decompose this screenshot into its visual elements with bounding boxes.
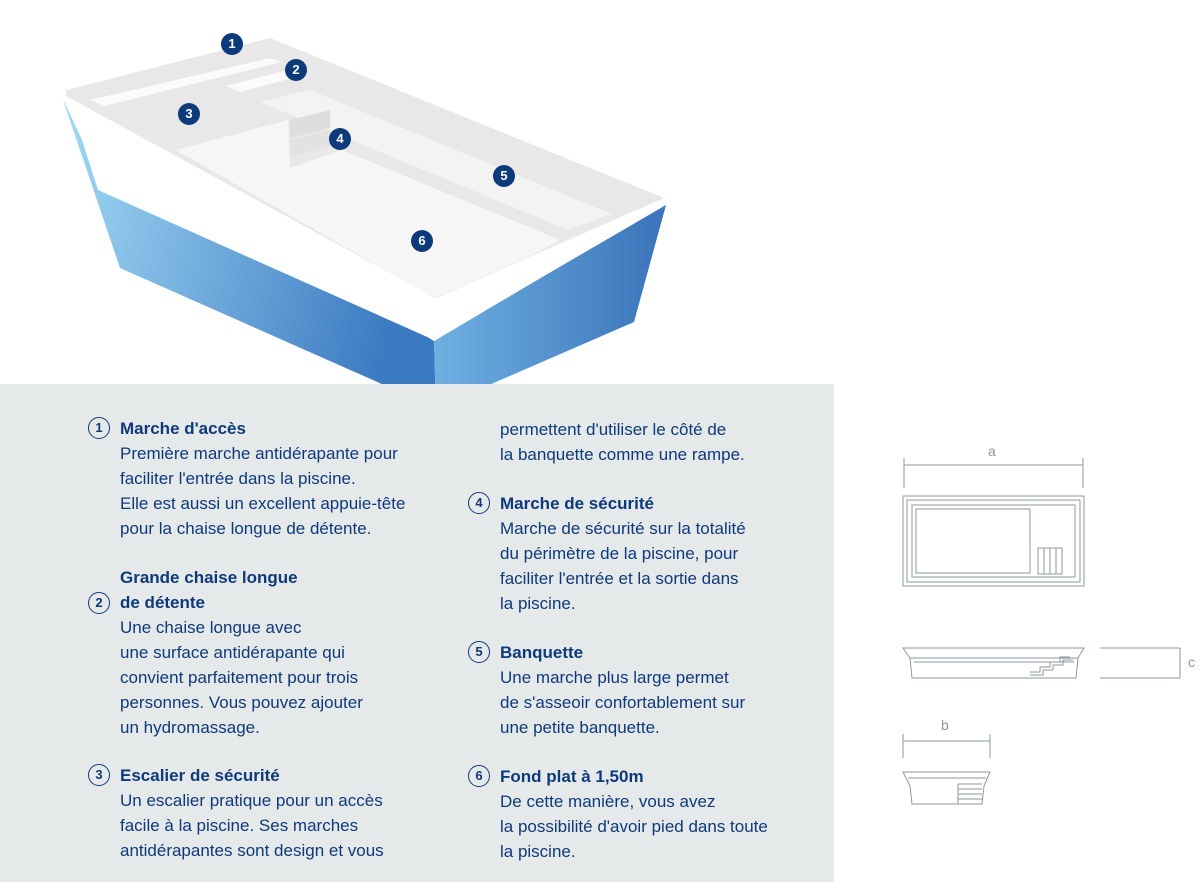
feature-2: Grande chaise longue 2 de détente Une ch… [88,565,428,740]
features-panel [0,384,834,882]
feature-title: Marche d'accès [120,419,246,438]
feature-title-line2: de détente [120,593,206,612]
feature-6: 6 Fond plat à 1,50m De cette manière, vo… [468,764,808,864]
feature-4: 4 Marche de sécurité Marche de sécurité … [468,491,808,616]
dimension-label-a: a [988,443,996,459]
feature-title: Marche de sécurité [500,494,655,513]
feature-number: 2 [88,592,110,614]
feature-description: Marche de sécurité sur la totalité du pé… [500,519,746,613]
feature-number: 4 [468,492,490,514]
marker-5: 5 [493,165,515,187]
feature-description: Un escalier pratique pour un accès facil… [120,791,384,860]
dimension-label-b: b [941,717,949,733]
feature-title-line1: Grande chaise longue [120,568,298,587]
feature-1: 1 Marche d'accès Première marche antidér… [88,416,428,541]
marker-3: 3 [178,103,200,125]
pool-shell-front [62,97,436,408]
feature-title: Escalier de sécurité [120,766,280,785]
marker-1: 1 [221,33,243,55]
feature-3-continuation: permettent d'utiliser le côté de la banq… [468,417,808,467]
feature-number: 5 [468,641,490,663]
feature-description: Première marche antidérapante pour facil… [120,444,406,538]
marker-6: 6 [411,230,433,252]
pool-floor [176,120,560,298]
pool-illustration [59,31,673,408]
marker-4: 4 [329,128,351,150]
feature-title: Banquette [500,643,584,662]
feature-description: Une chaise longue avec une surface antid… [120,618,363,737]
feature-description: permettent d'utiliser le côté de la banq… [500,420,745,464]
pool-shell-side [434,205,666,408]
feature-3: 3 Escalier de sécurité Un escalier prati… [88,763,428,863]
feature-number: 1 [88,417,110,439]
feature-5: 5 Banquette Une marche plus large permet… [468,640,808,740]
feature-number: 6 [468,765,490,787]
feature-title: Fond plat à 1,50m [500,767,644,786]
feature-description: Une marche plus large permet de s'asseoi… [500,668,746,737]
feature-description: De cette manière, vous avez la possibili… [500,792,768,861]
dimension-label-c: c [1188,654,1195,670]
feature-number: 3 [88,764,110,786]
marker-2: 2 [285,59,307,81]
